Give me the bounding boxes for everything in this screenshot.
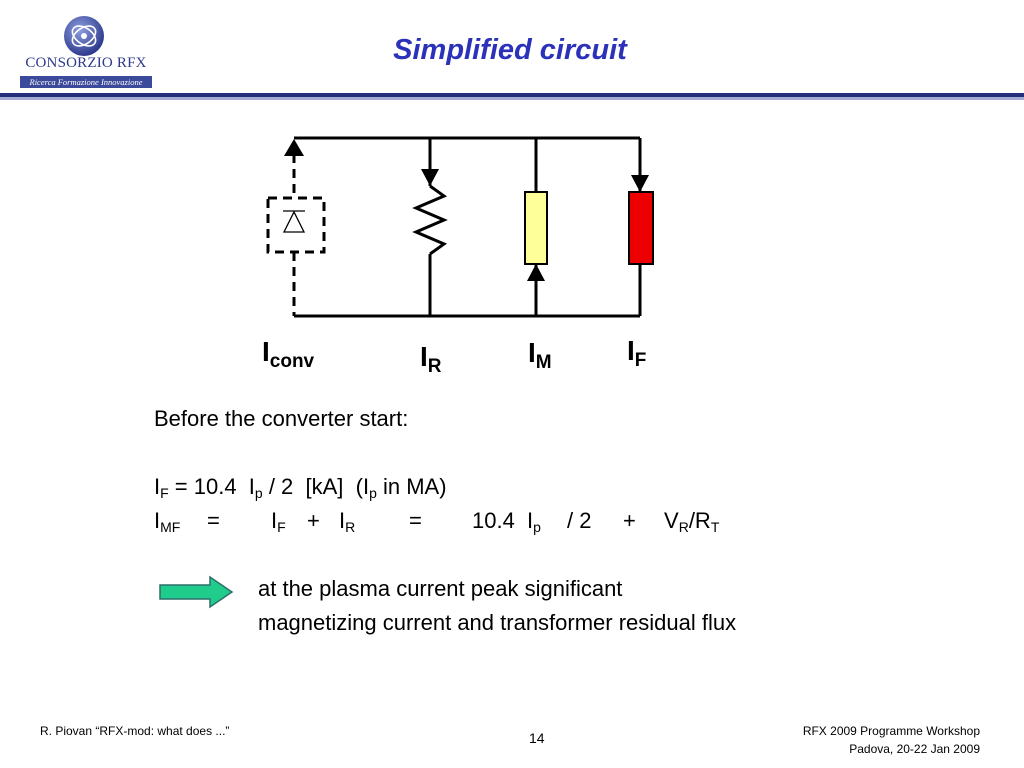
label-i-f: IF bbox=[627, 335, 647, 371]
footer-place: Padova, 20-22 Jan 2009 bbox=[849, 742, 980, 756]
slide-title: Simplified circuit bbox=[393, 34, 627, 66]
equation-imf-equals: = bbox=[207, 508, 220, 533]
converter-box bbox=[266, 196, 326, 254]
header-rule bbox=[0, 93, 1024, 97]
field-down-arrow-icon bbox=[631, 175, 649, 192]
logo-subtitle: Ricerca Formazione Innovazione bbox=[20, 76, 152, 88]
magnetizing-up-arrow-icon bbox=[527, 264, 545, 281]
consorzio-rfx-logo: CONSORZIO RFX Ricerca Formazione Innovaz… bbox=[16, 12, 156, 88]
footer-author: R. Piovan “RFX-mod: what does ...” bbox=[40, 724, 230, 738]
label-i-m: IM bbox=[528, 337, 552, 373]
equation-imf-div: / 2 bbox=[567, 508, 592, 533]
magnetizing-element bbox=[524, 191, 548, 265]
conclusion-line-1: at the plasma current peak significant bbox=[258, 576, 623, 601]
equation-imf-plus: + bbox=[307, 508, 320, 533]
green-right-arrow-icon bbox=[159, 575, 234, 609]
equation-if: IF = 10.4 Ip / 2 [kA] (Ip in MA) bbox=[154, 474, 447, 501]
resistor-down-arrow-icon bbox=[421, 169, 439, 186]
converter-up-arrow-icon bbox=[284, 139, 304, 156]
equation-imf-ir: IR bbox=[339, 508, 356, 535]
equation-imf: IMF bbox=[154, 508, 181, 535]
equation-imf-if: IF bbox=[271, 508, 286, 535]
equation-imf-value: 10.4 Ip bbox=[472, 508, 541, 535]
footer-event: RFX 2009 Programme Workshop bbox=[802, 724, 980, 738]
resistor-zigzag bbox=[412, 184, 448, 256]
label-i-r: IR bbox=[420, 341, 442, 377]
logo-emblem-icon bbox=[64, 16, 104, 56]
equation-imf-vr-rt: VR/RT bbox=[664, 508, 720, 535]
conclusion-line-2: magnetizing current and transformer resi… bbox=[258, 610, 737, 635]
label-i-conv: Iconv bbox=[262, 336, 315, 372]
equation-imf-equals-2: = bbox=[409, 508, 422, 533]
equation-imf-plus-2: + bbox=[623, 508, 636, 533]
field-element bbox=[628, 191, 654, 265]
diode-icon bbox=[282, 210, 306, 233]
circuit-diagram bbox=[266, 136, 654, 318]
footer-page-number: 14 bbox=[529, 730, 545, 746]
intro-text: Before the converter start: bbox=[154, 406, 409, 431]
logo-name: CONSORZIO RFX bbox=[25, 55, 147, 71]
header-rule-shadow bbox=[0, 97, 1024, 100]
